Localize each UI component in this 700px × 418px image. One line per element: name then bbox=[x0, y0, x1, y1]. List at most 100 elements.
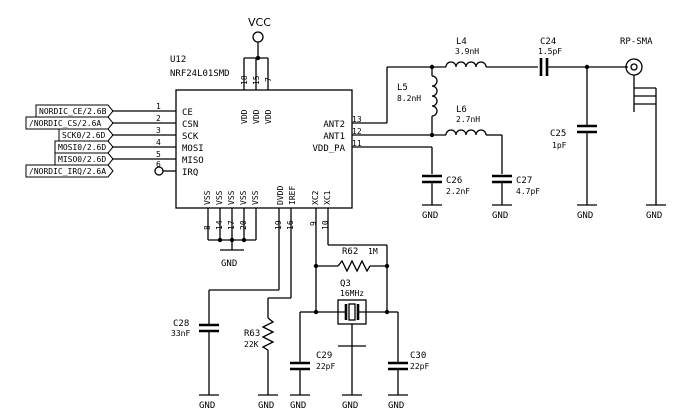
net-label-nordic-irq: /NORDIC_IRQ/2.6A bbox=[25, 164, 114, 178]
c24-value: 1.5pF bbox=[538, 47, 562, 56]
inductor-l6: L6 2.7nH bbox=[445, 105, 503, 174]
vcc-label: VCC bbox=[248, 16, 271, 29]
c28-ref: C28 bbox=[173, 319, 189, 329]
pin-vddpa-label: VDD_PA bbox=[312, 144, 345, 154]
irq-pin-terminal bbox=[154, 166, 164, 176]
pin-number: 18 bbox=[240, 75, 249, 85]
pin-ce-label: CE bbox=[182, 108, 193, 118]
pin-ant1-label: ANT1 bbox=[323, 132, 345, 142]
capacitor-c27: C27 4.7pF GND bbox=[492, 174, 540, 221]
iref-label: IREF bbox=[288, 186, 297, 205]
l4-ref: L4 bbox=[456, 37, 467, 47]
capacitor-c24: C24 1.5pF bbox=[538, 37, 628, 76]
vss-label: VSS bbox=[227, 190, 236, 205]
resistor-r62: R62 1M bbox=[313, 247, 390, 273]
l5-value: 8.2nH bbox=[397, 94, 421, 103]
xc1-label: XC1 bbox=[323, 190, 332, 205]
dvdd-iref-network: C28 33nF GND R63 22K GND bbox=[171, 208, 292, 411]
c27-ref: C27 bbox=[516, 176, 532, 186]
gnd-label-c27: GND bbox=[492, 211, 508, 221]
l6-value: 2.7nH bbox=[456, 115, 480, 124]
c28-value: 33nF bbox=[171, 329, 190, 338]
net-label-text: MOSI0/2.6D bbox=[58, 143, 106, 152]
inductor-l4: L4 3.9nH bbox=[445, 37, 538, 68]
chip-top-pin-18: 18 VDD bbox=[240, 75, 249, 124]
pin-6-number: 6 bbox=[156, 160, 161, 169]
resistor-r63: R63 22K GND bbox=[244, 317, 278, 411]
pin-label: VDD bbox=[252, 109, 261, 124]
antenna-connector-icon bbox=[625, 58, 643, 76]
pin-csn-label: CSN bbox=[182, 120, 198, 130]
inductor-l5: L5 8.2nH bbox=[397, 67, 438, 135]
pin-9-number: 9 bbox=[309, 221, 318, 226]
capacitor-c30: C30 22pF GND bbox=[387, 311, 429, 411]
pin-number: 7 bbox=[264, 77, 273, 82]
gnd-label-r63: GND bbox=[258, 401, 274, 411]
xc2-label: XC2 bbox=[311, 190, 320, 205]
chip-body bbox=[175, 89, 353, 209]
pin-4-number: 4 bbox=[156, 138, 161, 147]
pin-ant2-label: ANT2 bbox=[323, 120, 345, 130]
gnd-label-c28: GND bbox=[199, 401, 215, 411]
antenna-ref: RP-SMA bbox=[620, 37, 653, 47]
vss-label: VSS bbox=[215, 190, 224, 205]
pin-11-number: 11 bbox=[352, 139, 362, 148]
pin-mosi-label: MOSI bbox=[182, 144, 204, 154]
c25-value: 1pF bbox=[552, 141, 567, 150]
gnd-label-c26: GND bbox=[422, 211, 438, 221]
capacitor-c29: C29 22pF GND bbox=[290, 311, 335, 411]
net-label-sck: SCK0/2.6D bbox=[58, 128, 114, 142]
net-label-text: /NORDIC_IRQ/2.6A bbox=[29, 167, 106, 176]
pin-2-number: 2 bbox=[156, 114, 161, 123]
c29-ref: C29 bbox=[316, 351, 332, 361]
vcc-symbol: VCC bbox=[243, 16, 271, 90]
vss-label: VSS bbox=[203, 190, 212, 205]
pin-5-number: 5 bbox=[156, 150, 161, 159]
net-label-text: MISO0/2.6D bbox=[58, 155, 106, 164]
gnd-label-c25: GND bbox=[577, 211, 593, 221]
q3-value: 16MHz bbox=[340, 289, 364, 298]
c30-ref: C30 bbox=[410, 351, 426, 361]
pin-number: 15 bbox=[252, 75, 261, 85]
c30-value: 22pF bbox=[410, 362, 429, 371]
vss-label: VSS bbox=[239, 190, 248, 205]
gnd-label-c30: GND bbox=[388, 401, 404, 411]
chip-bottom-vss: VSS VSS VSS VSS VSS 8 14 17 20 GND bbox=[203, 190, 260, 269]
pin-3-number: 3 bbox=[156, 126, 161, 135]
crystal-network: R62 1M Q3 16MHz GND bbox=[290, 208, 429, 411]
pin-label: VDD bbox=[264, 109, 273, 124]
net-label-text: NORDIC_CE/2.6B bbox=[39, 107, 107, 116]
c26-ref: C26 bbox=[446, 176, 462, 186]
c24-ref: C24 bbox=[540, 37, 556, 47]
gnd-label-c29: GND bbox=[290, 401, 306, 411]
chip-top-pin-7: 7 VDD bbox=[264, 77, 273, 124]
rf-network: L4 3.9nH C24 1.5pF L5 8.2nH L6 bbox=[352, 37, 666, 221]
capacitor-c25: C25 1pF GND bbox=[550, 67, 597, 221]
r63-value: 22K bbox=[244, 340, 259, 349]
pin-1-number: 1 bbox=[156, 102, 161, 111]
c26-value: 2.2nF bbox=[446, 187, 470, 196]
antenna-rp-sma: RP-SMA GND bbox=[620, 37, 666, 221]
r62-ref: R62 bbox=[342, 247, 358, 257]
net-label-nordic-ce: NORDIC_CE/2.6B bbox=[35, 104, 114, 118]
chip-ref: U12 bbox=[170, 55, 186, 65]
r63-ref: R63 bbox=[244, 329, 260, 339]
capacitor-c28: C28 33nF GND bbox=[171, 319, 219, 411]
pin-13-number: 13 bbox=[352, 115, 362, 124]
pin-label: VDD bbox=[240, 109, 249, 124]
chip-part: NRF24L01SMD bbox=[170, 69, 230, 79]
c27-value: 4.7pF bbox=[516, 187, 540, 196]
l6-ref: L6 bbox=[456, 105, 467, 115]
chip-left-pins: 1 2 3 4 5 6 CE CSN SCK MOSI MISO IRQ bbox=[112, 102, 204, 178]
chip-u12: U12 NRF24L01SMD 18 VDD 15 VDD 7 VDD 1 2 bbox=[112, 55, 362, 269]
l5-ref: L5 bbox=[397, 83, 408, 93]
net-label-text: SCK0/2.6D bbox=[62, 131, 106, 140]
pin-12-number: 12 bbox=[352, 127, 362, 136]
q3-ref: Q3 bbox=[340, 279, 351, 289]
chip-right-pins: ANT2 ANT1 VDD_PA 13 12 11 bbox=[312, 115, 361, 154]
pin-sck-label: SCK bbox=[182, 132, 199, 142]
net-label-mosi: MOSI0/2.6D bbox=[54, 140, 114, 154]
chip-top-pin-15: 15 VDD bbox=[252, 75, 261, 124]
c25-ref: C25 bbox=[550, 129, 566, 139]
gnd-label-antenna: GND bbox=[646, 211, 662, 221]
